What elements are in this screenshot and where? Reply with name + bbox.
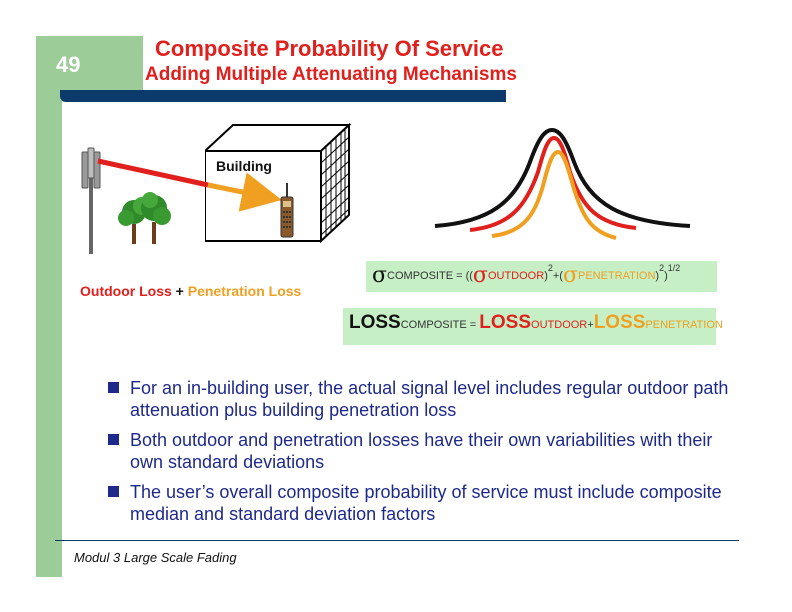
bullet-text: The user’s overall composite probability… (130, 482, 722, 524)
formula-eq: = (( (453, 270, 473, 282)
slide-title: Composite Probability Of Service (155, 36, 504, 61)
title-underline-bar (60, 90, 506, 102)
sigma-outdoor-symbol: σ (472, 263, 488, 288)
composite-subscript: COMPOSITE (387, 270, 454, 282)
sigma-symbol: σ (372, 263, 388, 288)
outdoor-subscript: OUTDOOR (487, 270, 545, 282)
bullet-item: For an in-building user, the actual sign… (108, 377, 748, 421)
power-two-2: 2 (659, 263, 665, 273)
loss-outdoor-subscript: OUTDOOR (531, 319, 588, 331)
slide-number: 49 (56, 52, 81, 77)
formula-close: ) (544, 270, 548, 282)
loss-penetration-word: LOSS (593, 312, 646, 333)
trees-icon (118, 192, 171, 244)
bullet-text: For an in-building user, the actual sign… (130, 378, 729, 420)
loss-penetration-subscript: PENETRATION (645, 319, 723, 331)
signal-arrow-icon (97, 158, 282, 212)
bullet-square-icon (108, 434, 119, 445)
bullet-square-icon (108, 486, 119, 497)
penetration-curve (491, 149, 617, 240)
bullet-list: For an in-building user, the actual sign… (108, 377, 748, 533)
loss-composite-subscript: COMPOSITE (400, 319, 467, 331)
formula-close-3: ) (664, 270, 668, 282)
loss-outdoor-word: LOSS (479, 312, 532, 333)
loss-word: LOSS (349, 312, 401, 333)
penetration-loss-label: Penetration Loss (187, 283, 302, 299)
power-two: 2 (547, 263, 553, 273)
bullet-square-icon (108, 382, 119, 393)
sigma-penetration-symbol: σ (562, 263, 578, 288)
mobile-phone-icon (280, 183, 294, 238)
loss-eq: = (466, 319, 480, 331)
slide-number-box (36, 36, 143, 90)
loss-plus: + (587, 319, 594, 331)
outdoor-loss-label: Outdoor Loss (80, 283, 172, 299)
footer-text: Modul 3 Large Scale Fading (74, 550, 237, 565)
building-label: Building (216, 158, 272, 174)
formula-plus-open: +( (552, 270, 563, 282)
footer-divider (55, 540, 739, 541)
distribution-curves-illustration (434, 127, 691, 240)
loss-caption: Outdoor Loss + Penetration Loss (80, 283, 301, 299)
bullet-item: Both outdoor and penetration losses have… (108, 429, 748, 473)
side-accent-bar (36, 36, 62, 577)
formula-close-2: ) (655, 270, 660, 282)
power-half: 1/2 (667, 263, 681, 273)
outdoor-curve (469, 135, 637, 232)
penetration-subscript: PENETRATION (578, 270, 656, 282)
sigma-composite-formula: σCOMPOSITE = ((σOUTDOOR)2+(σPENETRATION)… (366, 261, 717, 292)
slide-subtitle: Adding Multiple Attenuating Mechanisms (145, 64, 517, 85)
bullet-item: The user’s overall composite probability… (108, 481, 748, 525)
composite-curve (434, 127, 691, 228)
bullet-text: Both outdoor and penetration losses have… (130, 430, 713, 472)
loss-plus: + (171, 283, 188, 299)
loss-composite-formula: LOSSCOMPOSITE = LOSSOUTDOOR+LOSSPENETRAT… (343, 308, 723, 345)
